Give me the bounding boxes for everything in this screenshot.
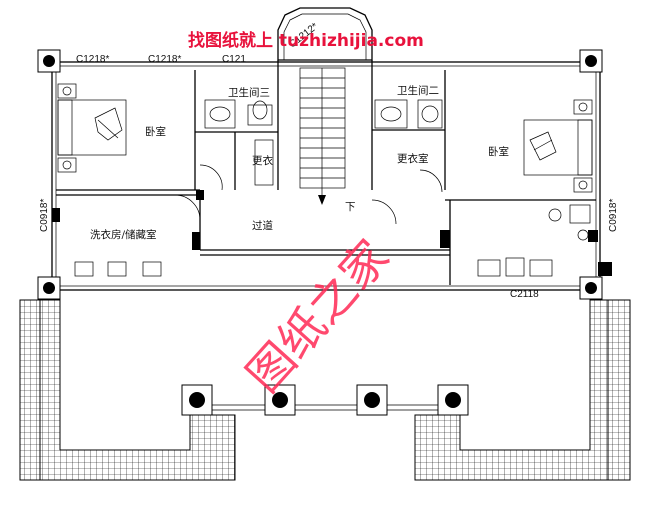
window-code-top-left-2: C1218* (148, 54, 181, 65)
roof-terrace-right (414, 299, 631, 481)
room-label-closet-left: 更衣 (252, 154, 273, 167)
outer-walls (51, 61, 601, 291)
seating-area (477, 204, 591, 277)
stair-down-label: 下 (345, 201, 356, 213)
door-swings (174, 164, 443, 225)
roof-terrace-left (19, 299, 236, 481)
window-code-top-mid: C121 (222, 54, 246, 65)
room-label-bathroom-right: 卫生间二 (397, 84, 439, 97)
window-code-side-left: C0918* (39, 199, 50, 232)
window-code-top-left-1: C1218* (76, 54, 109, 65)
room-label-corridor: 过道 (252, 219, 273, 232)
laundry-fixtures (74, 261, 162, 277)
window-code-bottom-right: C2118 (510, 289, 539, 300)
corner-columns (37, 49, 612, 300)
terrace-columns (181, 384, 469, 416)
interior-walls (52, 60, 598, 285)
room-label-laundry: 洗衣房/储藏室 (90, 228, 157, 241)
room-label-bedroom-left: 卧室 (145, 125, 166, 138)
nightstands (57, 83, 593, 193)
staircase (299, 67, 346, 205)
bathroom-left-fixtures (204, 99, 274, 186)
bed-left (57, 99, 127, 156)
watermark-top: 找图纸就上 tuzhizhijia.com (188, 30, 424, 51)
room-label-bathroom-left: 卫生间三 (228, 86, 270, 99)
room-label-closet-right: 更衣室 (397, 152, 429, 165)
room-label-bedroom-right: 卧室 (488, 145, 509, 158)
bed-right (523, 119, 593, 176)
window-code-side-right: C0918* (608, 199, 619, 232)
bathroom-right-fixtures (374, 99, 443, 129)
